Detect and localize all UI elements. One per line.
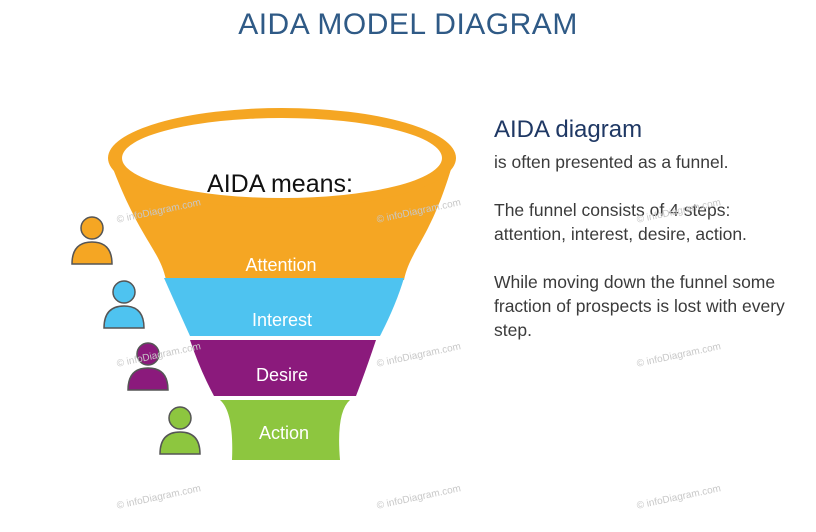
- description-paragraph: The funnel consists of 4 steps: attentio…: [494, 200, 747, 244]
- person-icon: [71, 216, 113, 265]
- description-paragraph: is often presented as a funnel.: [494, 152, 729, 172]
- description-panel: AIDA diagram is often presented as a fun…: [494, 116, 804, 366]
- stage-label-attention: Attention: [245, 255, 316, 275]
- stage-label-desire: Desire: [256, 365, 308, 385]
- funnel-stage-interest: [164, 278, 404, 336]
- person-icon: [127, 342, 169, 391]
- person-icon: [159, 406, 201, 455]
- funnel-stage-action: [220, 400, 350, 460]
- funnel-top-text: AIDA means:: [207, 170, 353, 198]
- person-icon: [103, 280, 145, 329]
- description-heading: AIDA diagram: [494, 116, 643, 143]
- stage-label-action: Action: [259, 423, 309, 443]
- funnel-opening: [122, 118, 442, 198]
- funnel-stage-desire: [190, 340, 376, 396]
- description-paragraph: While moving down the funnel some fracti…: [494, 272, 785, 340]
- page-title: AIDA MODEL DIAGRAM: [238, 8, 578, 41]
- stage-label-interest: Interest: [252, 310, 312, 330]
